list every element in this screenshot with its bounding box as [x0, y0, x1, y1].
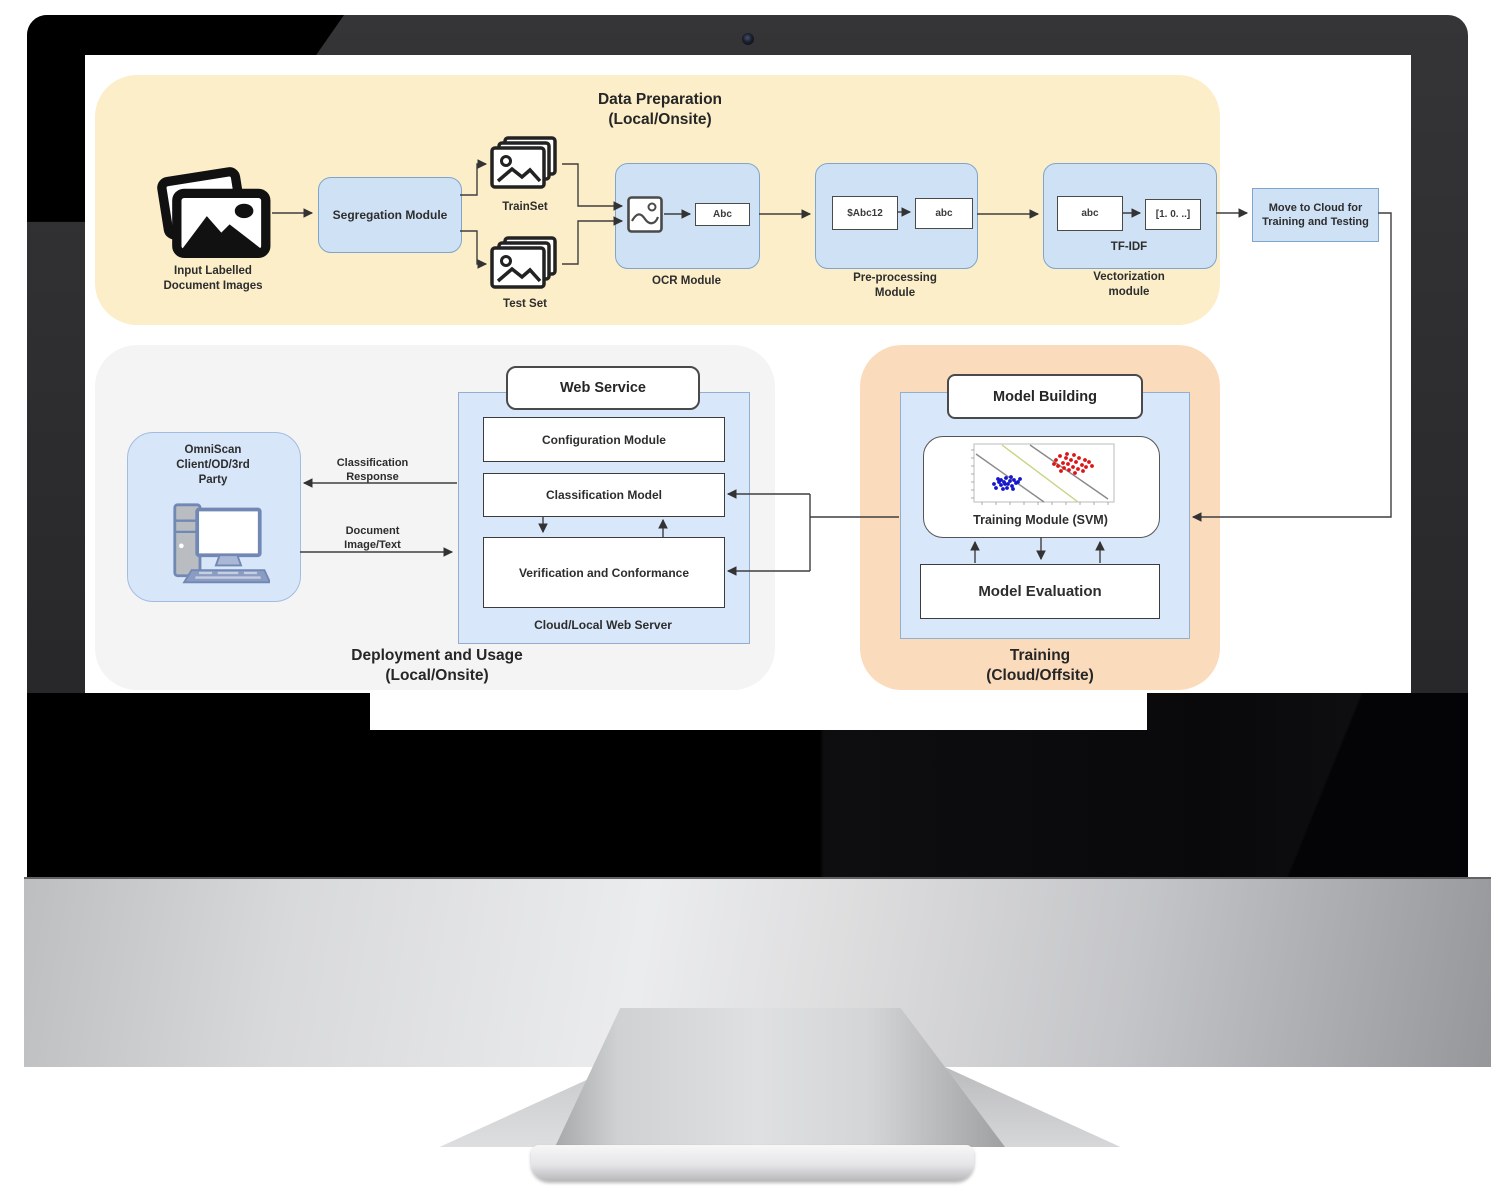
document-image-label: Document Image/Text [344, 525, 401, 552]
screen-overflow [370, 693, 1147, 730]
webcam-icon [742, 33, 754, 45]
deployment-title: Deployment and Usage (Local/Onsite) [351, 647, 523, 685]
testset-icon [490, 236, 560, 290]
vectorization-module-label: Vectorization module [1093, 271, 1165, 298]
testset-label: Test Set [503, 298, 547, 310]
preprocessing-token-in: $Abc12 [832, 196, 898, 230]
image-placeholder-icon [627, 196, 663, 233]
trainset-icon [490, 136, 560, 190]
configuration-module-box: Configuration Module [483, 417, 725, 462]
web-service-title-box: Web Service [506, 366, 700, 410]
web-server-label: Cloud/Local Web Server [534, 618, 672, 632]
classification-model-box: Classification Model [483, 473, 725, 517]
preprocessing-module-label: Pre-processing Module [853, 272, 937, 299]
svm-scatter-plot [960, 442, 1118, 510]
data-preparation-title: Data Preparation (Local/Onsite) [597, 91, 723, 129]
segregation-module-box: Segregation Module [318, 177, 462, 253]
trainset-label: TrainSet [502, 201, 548, 213]
vectorization-vector-out: [1. 0. ..] [1145, 199, 1201, 230]
ocr-module-label: OCR Module [652, 275, 721, 287]
training-title: Training (Cloud/Offsite) [986, 647, 1094, 685]
preprocessing-token-out: abc [915, 198, 973, 229]
model-evaluation-box: Model Evaluation [920, 564, 1160, 619]
photo-stack-icon [152, 166, 272, 260]
verification-conformance-box: Verification and Conformance [483, 537, 725, 608]
vectorization-token-in: abc [1057, 196, 1123, 231]
move-to-cloud-box: Move to Cloud for Training and Testing [1252, 188, 1379, 242]
model-building-title-box: Model Building [947, 374, 1143, 419]
input-images-label: Input Labelled Document Images [163, 265, 263, 292]
omniscan-client-label: OmniScan Client/OD/3rd Party [176, 444, 250, 486]
stand-base [531, 1145, 974, 1181]
classification-response-label: Classification Response [336, 457, 409, 484]
tfidf-label: TF-IDF [1110, 241, 1148, 253]
ocr-sample-text-box: Abc [695, 203, 750, 226]
desktop-computer-icon [158, 498, 272, 590]
training-module-label: Training Module (SVM) [973, 513, 1108, 527]
